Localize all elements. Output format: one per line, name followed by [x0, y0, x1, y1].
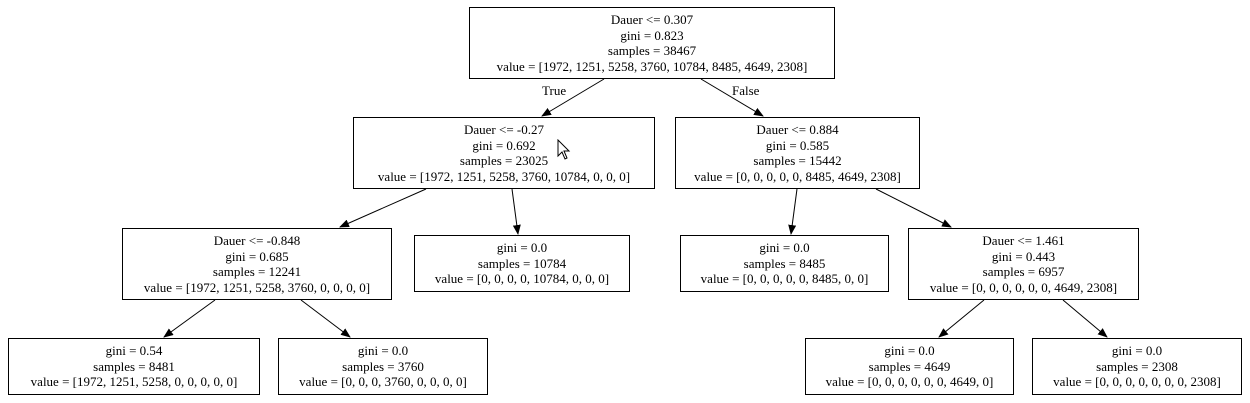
node-samples: samples = 12241 [212, 264, 302, 279]
node-gini: gini = 0.0 [357, 343, 409, 359]
node-samples: samples = 3760 [342, 358, 424, 374]
tree-node-l2-right-left: gini = 0.0 samples = 8485 value = [0, 0,… [680, 235, 889, 292]
node-value: value = [1972, 1251, 5258, 3760, 10784, … [496, 58, 808, 74]
node-split-condition: Dauer <= -0.27 [464, 122, 544, 137]
tree-node-l1-left: Dauer <= -0.27 gini = 0.692 samples = 23… [353, 117, 655, 189]
node-gini: gini = 0.685 [225, 248, 289, 264]
node-value: value = [1972, 1251, 5258, 0, 0, 0, 0, 0… [30, 374, 238, 390]
node-value: value = [0, 0, 0, 0, 0, 8485, 0, 0] [700, 271, 869, 287]
node-value: value = [0, 0, 0, 3760, 0, 0, 0, 0] [299, 374, 467, 390]
node-samples: samples = 23025 [459, 153, 549, 168]
edge-root-to-right [700, 78, 764, 117]
node-samples: samples = 15442 [753, 153, 842, 168]
node-gini: gini = 0.0 [496, 240, 548, 256]
edge-ll-to-b [300, 299, 351, 338]
node-gini: gini = 0.0 [884, 343, 935, 359]
edge-root-to-left [541, 78, 605, 117]
tree-node-l2-right-right: Dauer <= 1.461 gini = 0.443 samples = 69… [908, 228, 1139, 300]
node-gini: gini = 0.823 [620, 27, 684, 43]
node-value: value = [0, 0, 0, 0, 0, 0, 0, 2308] [1053, 374, 1221, 390]
node-samples: samples = 6957 [982, 264, 1065, 279]
node-samples: samples = 8485 [743, 255, 826, 271]
node-value: value = [1972, 1251, 5258, 3760, 0, 0, 0… [143, 279, 371, 295]
node-samples: samples = 38467 [607, 43, 697, 58]
edge-ll-to-a [163, 299, 216, 338]
node-samples: samples = 8481 [93, 358, 175, 374]
tree-leaf-b: gini = 0.0 samples = 3760 value = [0, 0,… [278, 338, 488, 395]
edge-l1left-to-lr [511, 188, 521, 235]
edge-label-true: True [542, 83, 567, 98]
edge-label-false: False [732, 83, 760, 98]
node-value: value = [0, 0, 0, 0, 10784, 0, 0, 0] [434, 271, 610, 287]
node-gini: gini = 0.443 [991, 248, 1056, 264]
node-value: value = [0, 0, 0, 0, 0, 0, 4649, 2308] [929, 279, 1118, 295]
node-gini: gini = 0.585 [765, 137, 830, 153]
tree-node-l2-left-left: Dauer <= -0.848 gini = 0.685 samples = 1… [122, 228, 392, 300]
node-split-condition: Dauer <= 0.884 [756, 122, 839, 137]
node-gini: gini = 0.54 [105, 343, 163, 359]
node-gini: gini = 0.692 [472, 137, 536, 153]
node-value: value = [0, 0, 0, 0, 0, 8485, 4649, 2308… [694, 168, 901, 184]
edge-l1left-to-ll [339, 188, 427, 228]
node-split-condition: Dauer <= 0.307 [610, 12, 694, 27]
tree-leaf-a: gini = 0.54 samples = 8481 value = [1972… [8, 338, 260, 395]
node-value: value = [0, 0, 0, 0, 0, 0, 4649, 0] [825, 374, 994, 390]
node-split-condition: Dauer <= -0.848 [213, 233, 301, 248]
node-split-condition: Dauer <= 1.461 [982, 233, 1065, 248]
tree-node-root: Dauer <= 0.307 gini = 0.823 samples = 38… [469, 7, 835, 79]
node-gini: gini = 0.0 [759, 240, 810, 256]
tree-leaf-d: gini = 0.0 samples = 2308 value = [0, 0,… [1032, 338, 1242, 395]
node-value: value = [1972, 1251, 5258, 3760, 10784, … [377, 168, 631, 184]
tree-leaf-c: gini = 0.0 samples = 4649 value = [0, 0,… [805, 338, 1014, 395]
node-samples: samples = 2308 [1096, 358, 1178, 374]
node-samples: samples = 10784 [477, 255, 567, 271]
mouse-pointer-icon [557, 139, 571, 160]
tree-node-l2-left-right: gini = 0.0 samples = 10784 value = [0, 0… [414, 235, 630, 292]
node-gini: gini = 0.0 [1111, 343, 1163, 359]
edge-l1right-to-rr [875, 188, 952, 228]
node-samples: samples = 4649 [868, 358, 951, 374]
tree-node-l1-right: Dauer <= 0.884 gini = 0.585 samples = 15… [675, 117, 920, 189]
edge-rr-to-d [1062, 299, 1108, 338]
edge-rr-to-c [938, 299, 985, 338]
edge-l1right-to-rl [788, 188, 798, 235]
